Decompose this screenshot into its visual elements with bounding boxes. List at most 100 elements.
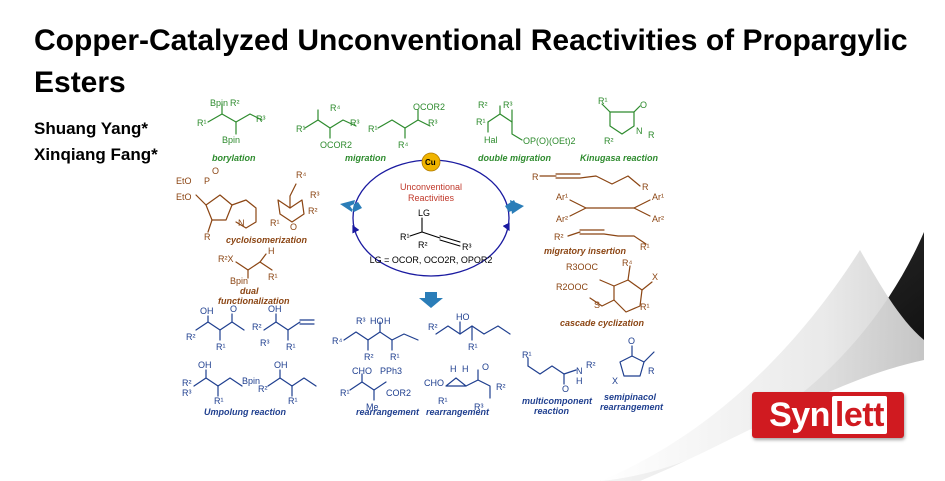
bpin-label: Bpin xyxy=(210,98,228,108)
svg-text:Ar¹: Ar¹ xyxy=(556,192,568,202)
svg-text:R³: R³ xyxy=(474,402,484,412)
svg-text:O: O xyxy=(640,100,647,110)
svg-text:R³: R³ xyxy=(256,114,266,124)
cycloisomerization-structures: EtO P O EtO N R R⁴ R¹ O R² R³ cycloisome… xyxy=(176,166,320,245)
svg-text:R³: R³ xyxy=(462,242,472,252)
svg-text:O: O xyxy=(212,166,219,176)
svg-text:H: H xyxy=(450,364,457,374)
svg-text:R³: R³ xyxy=(503,100,513,110)
caption-kinugasa: Kinugasa reaction xyxy=(580,153,659,163)
svg-text:H: H xyxy=(576,376,583,386)
central-cycle: Cu Unconventional Reactivities LG R¹ R² … xyxy=(352,152,510,277)
svg-text:H: H xyxy=(268,246,275,256)
caption-migratory-insertion: migratory insertion xyxy=(544,246,627,256)
svg-text:O: O xyxy=(628,336,635,346)
multicomponent-structure: R¹ O N H R² multicomponent reaction xyxy=(522,350,596,416)
svg-text:Ar²: Ar² xyxy=(556,214,568,224)
ocor2-label: OCOR2 xyxy=(320,140,352,150)
migratory-insertion-structures: R R Ar¹ Ar¹ Ar² Ar² R² R¹ migratory inse… xyxy=(532,172,664,256)
svg-text:R¹: R¹ xyxy=(598,96,608,106)
svg-text:Ar¹: Ar¹ xyxy=(652,192,664,202)
svg-text:R²: R² xyxy=(308,206,318,216)
svg-text:R²: R² xyxy=(554,232,564,242)
svg-text:Ar²: Ar² xyxy=(652,214,664,224)
svg-text:R²: R² xyxy=(364,352,374,362)
svg-text:H: H xyxy=(462,364,469,374)
svg-text:O: O xyxy=(482,362,489,372)
caption-rearrangement-1: rearrangement xyxy=(356,407,420,417)
author-name: Xinqiang Fang* xyxy=(34,145,158,164)
svg-text:P: P xyxy=(204,176,210,186)
cho-label: CHO xyxy=(352,366,372,376)
svg-text:R: R xyxy=(648,130,655,140)
logo-part-syn: Syn xyxy=(769,395,830,434)
eto-label: EtO xyxy=(176,192,192,202)
caption-double-migration: double migration xyxy=(478,153,552,163)
caption-semipinacol-1: semipinacol xyxy=(604,392,657,402)
svg-text:R⁴: R⁴ xyxy=(296,170,306,180)
svg-text:HO: HO xyxy=(456,312,470,322)
caption-umpolung: Umpolung reaction xyxy=(204,407,287,417)
svg-text:OH: OH xyxy=(198,360,212,370)
caption-dual-2: functionalization xyxy=(218,296,290,306)
svg-text:R²: R² xyxy=(182,378,192,388)
direction-arrows xyxy=(340,200,524,308)
rearrangement-structures: R⁴ R³ HO H R² R¹ R² HO R¹ CHO PPh3 R¹ CO… xyxy=(332,312,511,417)
svg-text:R¹: R¹ xyxy=(286,342,296,352)
svg-text:R²: R² xyxy=(586,360,596,370)
svg-text:R: R xyxy=(648,366,655,376)
page-title: Copper-Catalyzed Unconventional Reactivi… xyxy=(34,24,908,99)
bpin-label-4: Bpin xyxy=(242,376,260,386)
svg-text:R¹: R¹ xyxy=(468,342,478,352)
migration-structures: R⁴ R¹ R³ OCOR2 OCOR2 R¹ R³ R⁴ migration xyxy=(296,102,445,163)
caption-dual-1: dual xyxy=(240,286,259,296)
svg-text:R¹: R¹ xyxy=(390,352,400,362)
svg-text:R²: R² xyxy=(496,382,506,392)
svg-text:R²X: R²X xyxy=(218,254,234,264)
svg-text:R²: R² xyxy=(604,136,614,146)
hal-label: Hal xyxy=(484,135,498,145)
svg-text:R¹: R¹ xyxy=(268,272,278,282)
svg-text:R¹: R¹ xyxy=(216,342,226,352)
pph3-label: PPh3 xyxy=(380,366,402,376)
cor2-label: COR2 xyxy=(386,388,411,398)
svg-text:OH: OH xyxy=(274,360,288,370)
svg-text:R¹: R¹ xyxy=(368,124,378,134)
svg-text:R³: R³ xyxy=(182,388,192,398)
svg-text:R¹: R¹ xyxy=(340,388,350,398)
lg-definition: LG = OCOR, OCO2R, OPOR2 xyxy=(370,255,493,265)
svg-text:R³: R³ xyxy=(260,338,270,348)
svg-text:OH: OH xyxy=(268,304,282,314)
svg-text:R³: R³ xyxy=(356,316,366,326)
center-label-1: Unconventional xyxy=(400,182,462,192)
semipinacol-structure: O X R semipinacol rearrangement xyxy=(600,336,664,412)
svg-text:R⁴: R⁴ xyxy=(622,258,632,268)
svg-text:R⁴: R⁴ xyxy=(332,336,342,346)
svg-text:R³: R³ xyxy=(350,118,360,128)
svg-text:R: R xyxy=(532,172,539,182)
caption-rearrangement-2: rearrangement xyxy=(426,407,490,417)
svg-text:EtO: EtO xyxy=(176,176,192,186)
author-name: Shuang Yang* xyxy=(34,119,148,138)
svg-text:R¹: R¹ xyxy=(640,242,650,252)
svg-text:O: O xyxy=(290,222,297,232)
svg-text:N: N xyxy=(576,366,583,376)
svg-text:R¹: R¹ xyxy=(522,350,532,360)
lg-label: LG xyxy=(418,208,430,218)
caption-multicomponent-1: multicomponent xyxy=(522,396,593,406)
svg-text:R³: R³ xyxy=(310,190,320,200)
caption-cascade-cyclization: cascade cyclization xyxy=(560,318,645,328)
svg-text:R: R xyxy=(204,232,211,242)
svg-text:R¹: R¹ xyxy=(270,218,280,228)
svg-text:S: S xyxy=(594,300,600,310)
phosphate-label: OP(O)(OEt)2 xyxy=(523,136,576,146)
svg-text:R¹: R¹ xyxy=(476,117,486,127)
svg-text:X: X xyxy=(652,272,658,282)
caption-semipinacol-2: rearrangement xyxy=(600,402,664,412)
bpin-label-3: Bpin xyxy=(230,276,248,286)
svg-text:R¹: R¹ xyxy=(197,118,207,128)
bpin-label-2: Bpin xyxy=(222,135,240,145)
ocor2-label-2: OCOR2 xyxy=(413,102,445,112)
cu-label: Cu xyxy=(425,158,436,167)
